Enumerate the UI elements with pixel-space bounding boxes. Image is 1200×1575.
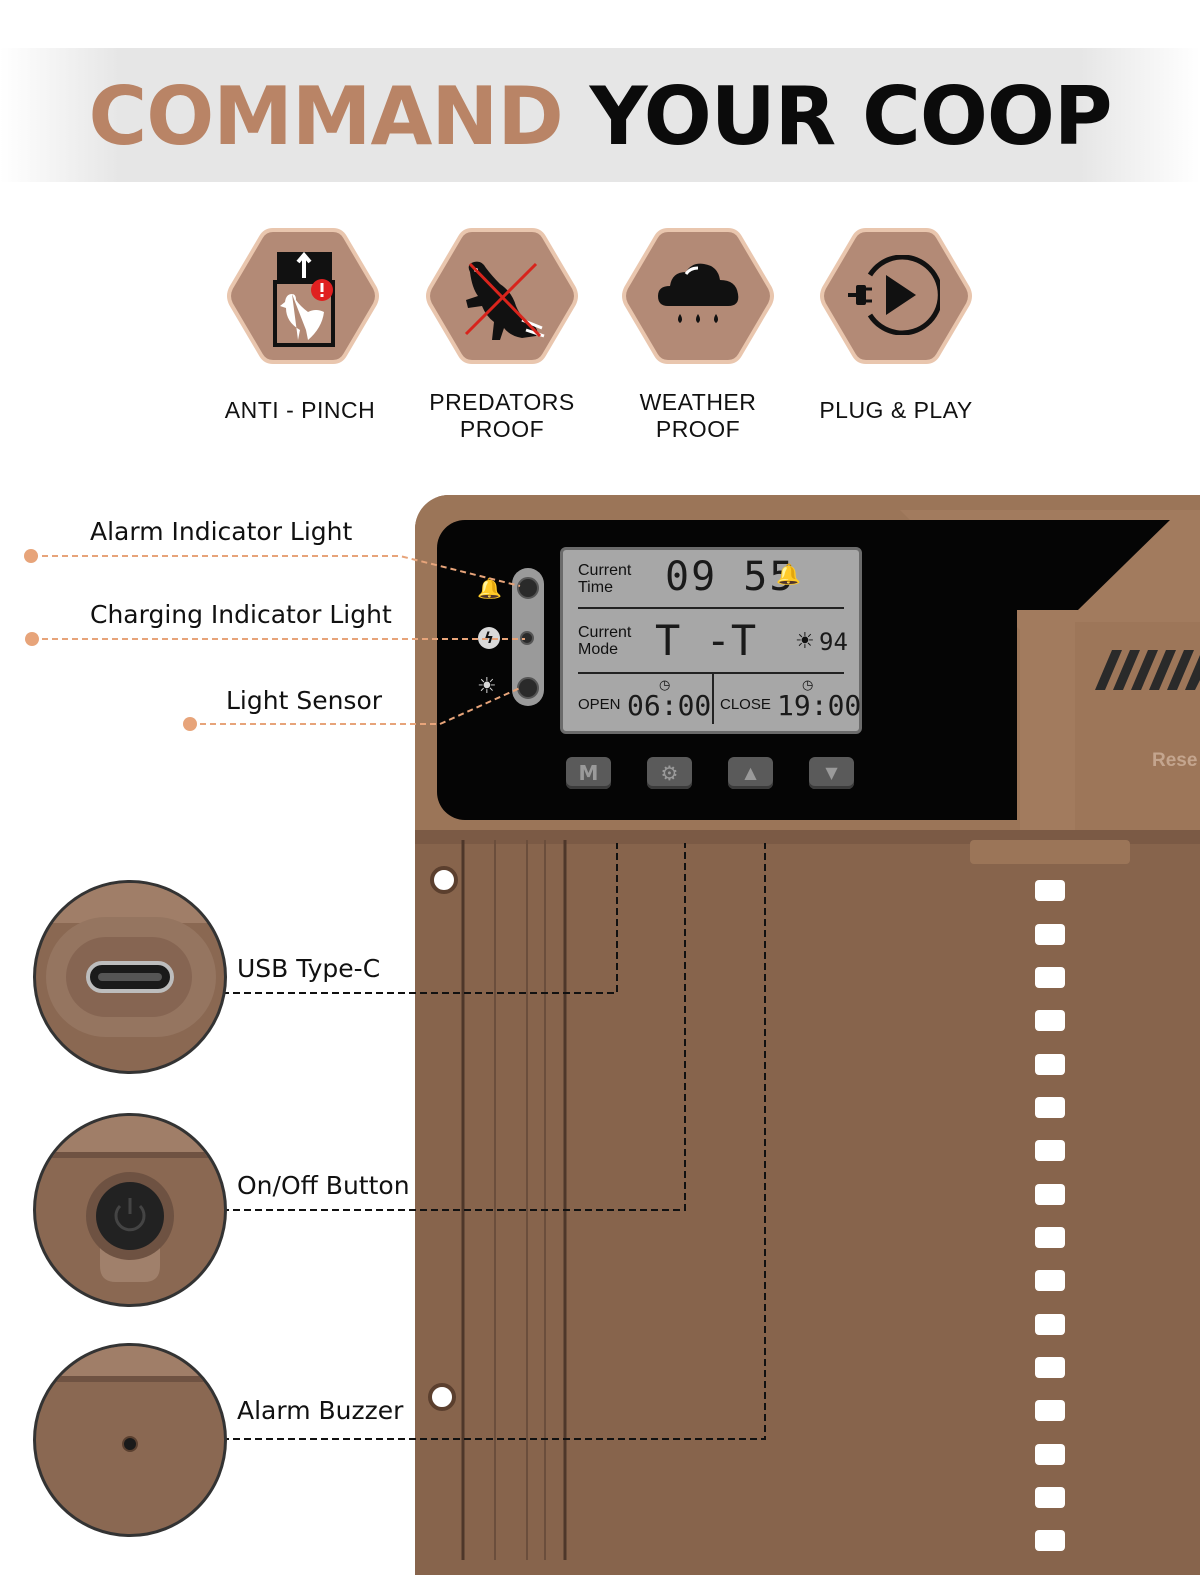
usb-callout: USB Type-C (237, 954, 381, 983)
close-label: CLOSE (720, 696, 771, 713)
lcd-sun-icon: ☀ (795, 628, 815, 653)
alarm-bell-icon: 🔔 (776, 564, 801, 586)
up-button[interactable]: ▲ (728, 757, 773, 789)
charging-indicator-callout: Charging Indicator Light (90, 600, 392, 629)
anti-pinch-badge (227, 228, 379, 364)
arrow-down-icon: ▼ (825, 763, 838, 782)
light-sensor-callout: Light Sensor (226, 686, 383, 715)
buzzer-closeup (33, 1343, 227, 1537)
alarm-indicator-light (517, 577, 539, 599)
anti-pinch-icon (272, 250, 336, 348)
current-time-label-1: Current (578, 562, 632, 579)
feature-label-anti-pinch: ANTI - PINCH (224, 397, 376, 423)
reset-label: Rese (1152, 750, 1198, 771)
right-housing (900, 510, 1200, 830)
door-slot-column (1035, 880, 1067, 1560)
feature-label-plug-play: PLUG & PLAY (819, 397, 973, 423)
charging-indicator-light (520, 631, 534, 645)
current-time-value: 09 55 (665, 554, 796, 600)
settings-button[interactable]: ⚙ (647, 757, 692, 789)
power-icon (112, 1200, 142, 1230)
power-button-closeup (33, 1113, 227, 1307)
close-time-value: 19:00 (777, 689, 862, 722)
mounting-hole-top (430, 866, 458, 894)
power-button-callout: On/Off Button (237, 1171, 410, 1200)
mounting-hole-bottom (428, 1383, 456, 1411)
sun-icon: ☀ (477, 674, 497, 699)
current-mode-value: T -T (655, 616, 757, 665)
close-clock-icon: ◷ (802, 677, 814, 692)
gear-icon: ⚙ (660, 761, 679, 785)
page-title: COMMAND YOUR COOP (88, 70, 1113, 163)
current-mode-label-2: Mode (578, 641, 619, 658)
open-time-value: 06:00 (627, 689, 712, 722)
light-level-value: 94 (819, 628, 848, 656)
weather-icon (656, 260, 742, 330)
open-clock-icon: ◷ (659, 677, 671, 692)
title-banner (0, 48, 1200, 182)
buzzer-callout: Alarm Buzzer (237, 1396, 404, 1425)
lightning-icon: ϟ (478, 627, 500, 649)
arrow-up-icon: ▲ (744, 763, 757, 782)
open-label: OPEN (578, 696, 621, 713)
mode-button[interactable]: M (566, 757, 611, 789)
predator-icon (456, 258, 548, 342)
alarm-indicator-callout: Alarm Indicator Light (90, 517, 353, 546)
usb-port-closeup (33, 880, 227, 1074)
down-button[interactable]: ▼ (809, 757, 854, 789)
lcd-display: Current Time 09 55 🔔 Current Mode T -T ☀… (560, 547, 862, 734)
current-mode-label-1: Current (578, 624, 632, 641)
bell-icon: 🔔 (477, 576, 502, 600)
current-time-label-2: Time (578, 579, 613, 596)
usb-c-icon (85, 964, 169, 992)
